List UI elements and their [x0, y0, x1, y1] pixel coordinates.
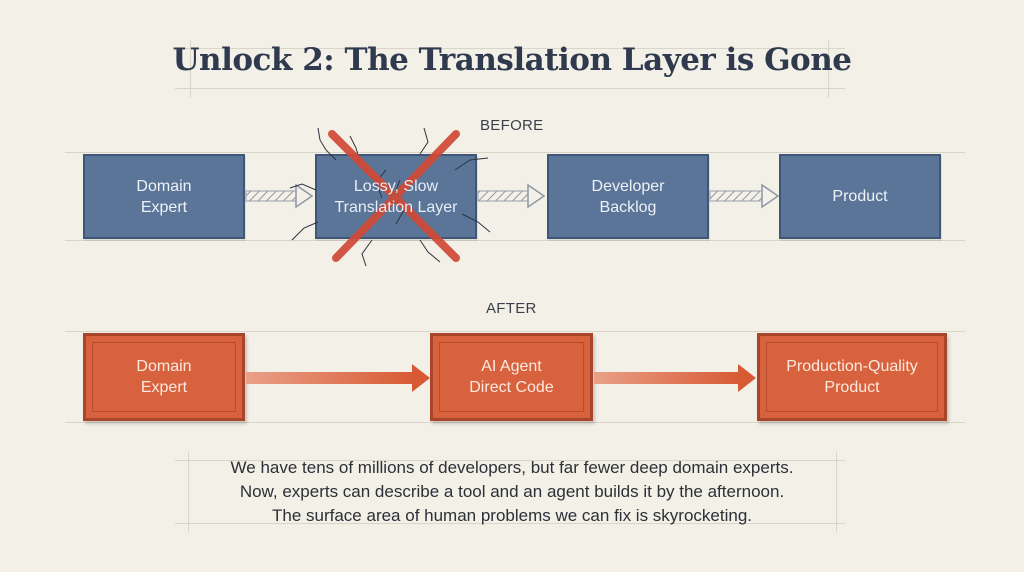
step-line-1: AI Agent: [481, 358, 542, 375]
caption: We have tens of millions of developers, …: [150, 456, 874, 528]
step-line-2: Translation Layer: [334, 198, 458, 216]
dashed-arrow-icon: [709, 183, 780, 209]
solid-arrow-icon: [594, 364, 756, 392]
guide-line: [190, 40, 191, 98]
guide-line: [65, 422, 965, 423]
after-label: AFTER: [486, 300, 537, 317]
caption-line-1: We have tens of millions of developers, …: [230, 458, 794, 477]
before-step-product: Product: [779, 154, 941, 239]
red-x-cross-icon: [328, 130, 460, 262]
guide-line: [828, 40, 829, 98]
guide-line: [65, 331, 965, 332]
step-line-1: Developer: [591, 177, 665, 195]
step-line-2: Expert: [140, 198, 188, 216]
box-inner-border: [439, 342, 584, 412]
step-line-1: Production-Quality: [786, 358, 918, 375]
guide-line: [175, 48, 845, 49]
guide-line: [65, 152, 965, 153]
crack-lines: [289, 127, 491, 267]
guide-line: [836, 452, 837, 532]
dashed-arrow-icon: [245, 183, 314, 209]
guide-line: [188, 452, 189, 532]
caption-line-2: Now, experts can describe a tool and an …: [239, 482, 785, 501]
box-inner-border: [766, 342, 938, 412]
step-line-2: Product: [824, 379, 880, 396]
caption-line-3: The surface area of human problems we ca…: [272, 506, 752, 525]
step-line-1: Domain: [136, 177, 192, 195]
box-inner-border: [92, 342, 236, 412]
step-line-2: Backlog: [599, 198, 657, 216]
solid-arrow-icon: [246, 364, 430, 392]
guide-line: [65, 240, 965, 241]
step-line-1: Product: [832, 188, 888, 205]
step-line-2: Direct Code: [469, 379, 554, 396]
step-line-1: Domain: [136, 358, 192, 375]
step-line-1: Lossy, Slow: [353, 177, 439, 195]
step-line-2: Expert: [140, 379, 188, 396]
before-label: BEFORE: [480, 117, 544, 134]
dashed-arrow-icon: [477, 183, 546, 209]
guide-line: [175, 460, 845, 461]
page-title: Unlock 2: The Translation Layer is Gone: [172, 42, 852, 78]
guide-line: [175, 523, 845, 524]
guide-line: [175, 88, 845, 89]
